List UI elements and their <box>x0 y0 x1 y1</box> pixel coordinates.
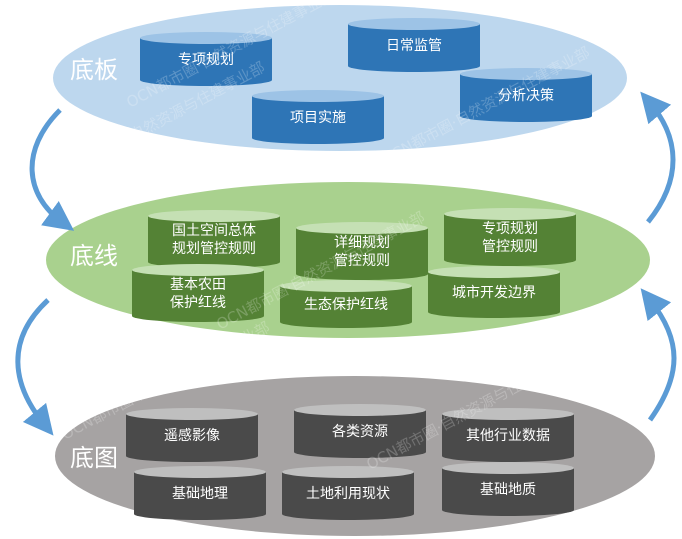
cylinder-body <box>140 38 272 86</box>
cylinder-top <box>296 222 428 234</box>
cylinder-body <box>134 472 266 520</box>
cylinder-top <box>442 462 574 474</box>
cylinder-top <box>132 264 264 276</box>
cylinder-node: 基础地质 <box>442 462 574 516</box>
cylinder-node: 生态保护红线 <box>280 280 412 328</box>
cylinder-body <box>294 410 426 458</box>
cylinder-label: 日常监管 <box>386 38 442 54</box>
cylinder-top <box>252 90 384 102</box>
cylinder-body <box>442 468 574 516</box>
cylinder-node: 城市开发边界 <box>428 266 560 318</box>
cylinder-node: 分析决策 <box>460 68 592 122</box>
arrow-baseline-to-basemap <box>15 298 54 436</box>
cylinder-body <box>126 414 258 462</box>
cylinder-top <box>134 466 266 478</box>
cylinder-body <box>442 414 574 462</box>
cylinder-label: 详细规划 <box>334 235 390 251</box>
cylinder-node: 遥感影像 <box>126 408 258 462</box>
cylinder-body <box>252 96 384 144</box>
cylinder-top <box>428 266 560 278</box>
cylinder-node: 基础地理 <box>134 466 266 520</box>
cylinder-label: 遥感影像 <box>164 427 220 444</box>
cylinder-label: 专项规划 <box>482 221 538 237</box>
cylinder-label: 基本农田 <box>170 276 226 293</box>
cylinder-label: 分析决策 <box>498 87 554 104</box>
cylinder-top <box>442 408 574 420</box>
cylinder-node: 其他行业数据 <box>442 408 574 462</box>
cylinder-body <box>148 216 280 268</box>
cylinder-body <box>428 272 560 318</box>
cylinder-body <box>296 228 428 280</box>
cylinder-label: 各类资源 <box>332 424 388 440</box>
cylinder-body <box>280 286 412 328</box>
cylinder-body <box>444 214 576 266</box>
cylinder-label: 其他行业数据 <box>466 428 550 444</box>
cylinder-top <box>140 32 272 44</box>
cylinder-label: 规划管控规则 <box>172 241 256 257</box>
cylinder-node: 项目实施 <box>252 90 384 144</box>
arrow-basemap-to-baseline <box>640 288 677 422</box>
cylinder-label: 城市开发边界 <box>452 284 536 301</box>
cylinder-label: 基础地理 <box>172 485 228 502</box>
cylinder-label: 基础地质 <box>480 481 536 498</box>
layer-baseline-label: 底线 <box>70 242 118 270</box>
cylinder-label: 项目实施 <box>290 110 346 126</box>
cylinder-top <box>348 18 480 30</box>
cylinder-label: 保护红线 <box>170 295 226 311</box>
cylinder-label: 专项规划 <box>178 52 234 68</box>
arrow-plate-to-baseline <box>29 108 75 231</box>
arrow-baseline-to-plate <box>640 91 676 224</box>
cylinder-label: 国土空间总体 <box>172 223 256 239</box>
cylinder-top <box>126 408 258 420</box>
cylinder-top <box>294 404 426 416</box>
cylinder-node: 土地利用现状 <box>282 466 414 520</box>
cylinder-body <box>460 74 592 122</box>
cylinder-node: 日常监管 <box>348 18 480 72</box>
cylinder-top <box>282 466 414 478</box>
layer-plate-label: 底板 <box>70 56 118 84</box>
cylinder-body <box>282 472 414 520</box>
cylinder-top <box>280 280 412 292</box>
cylinder-label: 生态保护红线 <box>304 297 388 313</box>
cylinder-label: 管控规则 <box>482 239 538 255</box>
cylinder-node: 专项规划 <box>140 32 272 86</box>
layer-basemap-label: 底图 <box>70 444 118 472</box>
cylinder-top <box>148 210 280 222</box>
cylinder-body <box>132 270 264 322</box>
cylinder-top <box>460 68 592 80</box>
cylinder-top <box>444 208 576 220</box>
cylinder-label: 土地利用现状 <box>306 486 390 502</box>
cylinder-label: 管控规则 <box>334 253 390 269</box>
cylinder-node: 各类资源 <box>294 404 426 458</box>
cylinder-body <box>348 24 480 72</box>
